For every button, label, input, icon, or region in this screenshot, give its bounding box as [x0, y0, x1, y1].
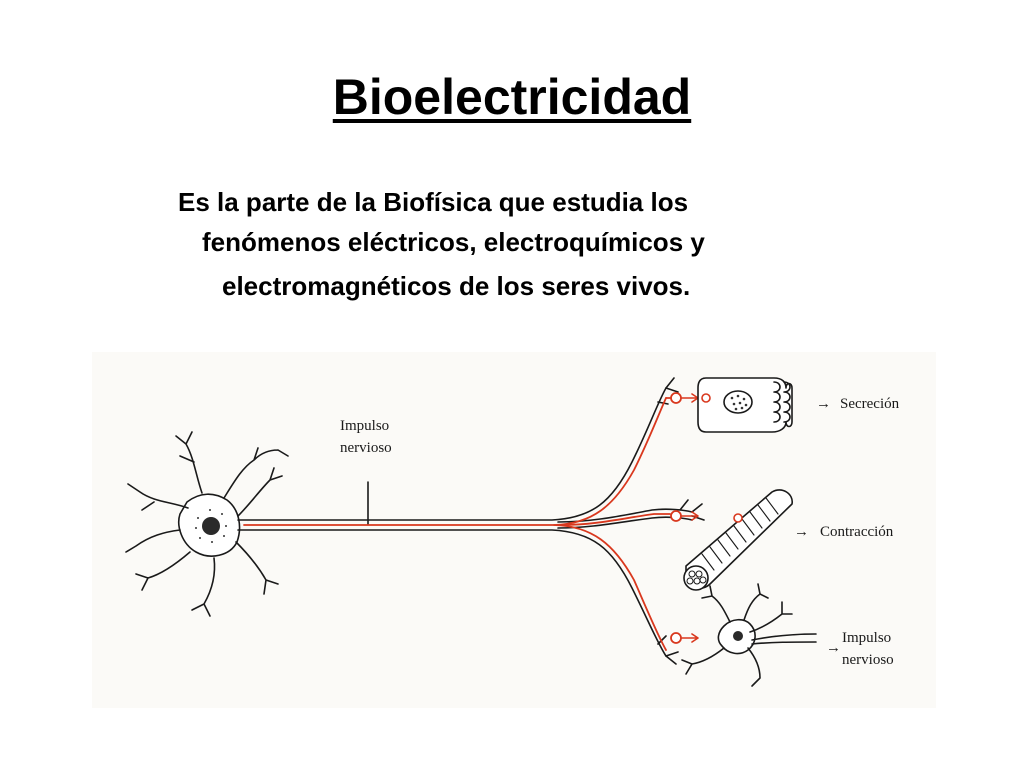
- label-contraction: Contracción: [820, 524, 894, 540]
- impulse-label-line-2: nervioso: [340, 440, 392, 456]
- neuron-diagram-svg: Impulso nervioso → Secreción → Contracci…: [125, 377, 900, 687]
- muscle-fiber: [683, 489, 793, 591]
- arrow-contraction: →: [794, 524, 809, 540]
- definition-line-3: electromagnéticos de los seres vivos.: [222, 271, 691, 301]
- terminal-secretion: [670, 392, 682, 404]
- signal-path: [243, 397, 671, 651]
- secretory-cell-nucleus: [723, 390, 753, 414]
- terminal-contraction: [670, 510, 682, 522]
- definition-line-2: fenómenos eléctricos, electroquímicos y: [202, 227, 705, 257]
- source-neuron-nucleus: [202, 517, 220, 535]
- label-impulse-line-2: nervioso: [842, 652, 894, 668]
- arrow-impulse: →: [826, 640, 841, 656]
- terminal-impulse: [670, 632, 682, 644]
- target-neuron: [681, 583, 817, 687]
- page-title: Bioelectricidad: [0, 62, 1024, 132]
- label-secretion: Secreción: [840, 396, 900, 412]
- arrow-secretion: →: [816, 396, 831, 412]
- axon: [237, 377, 705, 665]
- page-title-text: Bioelectricidad: [332, 69, 692, 125]
- diagram-labels: Impulso nervioso → Secreción → Contracci…: [340, 396, 900, 668]
- neuron-diagram: Impulso nervioso → Secreción → Contracci…: [92, 352, 936, 708]
- impulse-label-line-1: Impulso: [340, 418, 389, 434]
- definition-paragraph: Es la parte de la Biofísica que estudia …: [178, 182, 898, 310]
- secretory-cell: [697, 377, 793, 433]
- label-impulse-line-1: Impulso: [842, 630, 891, 646]
- definition-line-1: Es la parte de la Biofísica que estudia …: [178, 187, 689, 217]
- source-neuron: [125, 431, 289, 617]
- target-neuron-nucleus: [733, 631, 743, 641]
